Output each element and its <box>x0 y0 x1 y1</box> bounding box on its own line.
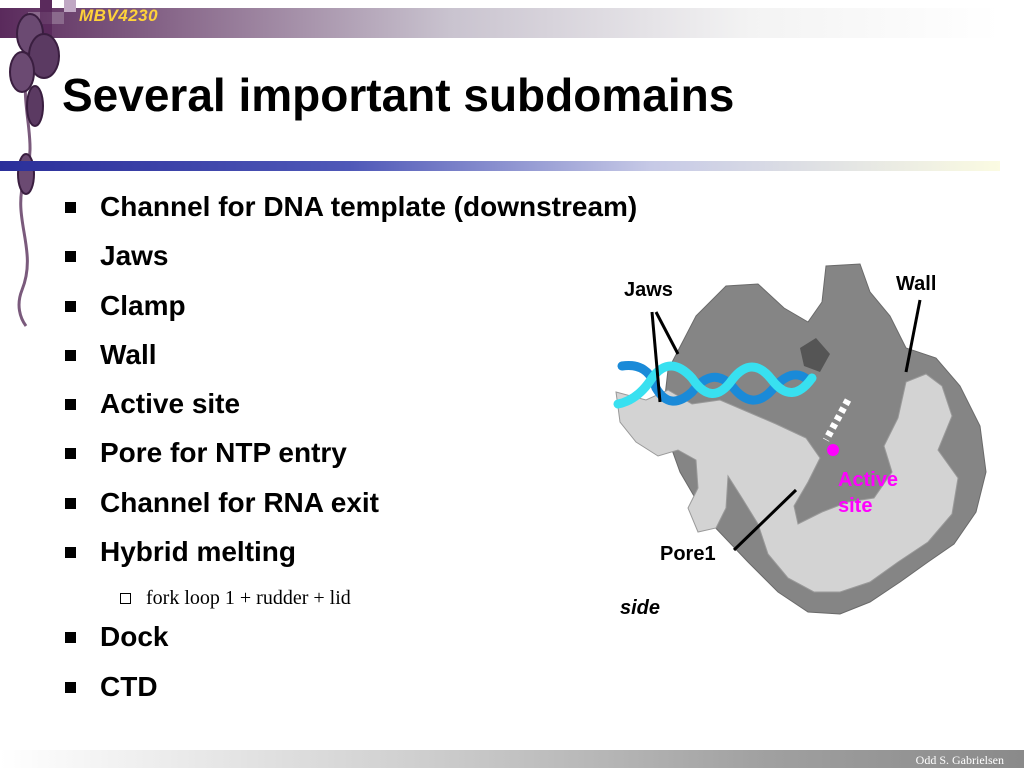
footer-author: Odd S. Gabrielsen <box>915 753 1004 767</box>
label-wall: Wall <box>896 273 936 295</box>
bullet-list: Channel for DNA template (downstream) Ja… <box>62 188 637 717</box>
label-jaws: Jaws <box>624 279 673 301</box>
active-site-marker <box>827 444 839 456</box>
label-pore: Pore1 <box>660 543 716 565</box>
title-underline-rule <box>0 161 1000 171</box>
protein-notch <box>800 338 830 372</box>
footer-band <box>0 750 1024 768</box>
course-code: MBV4230 <box>79 6 159 25</box>
label-active-line1: Active <box>838 469 898 491</box>
header-band <box>0 8 1000 38</box>
bullet-item: Dock <box>62 618 637 667</box>
label-active-line2: site <box>838 495 872 517</box>
bullet-item: Jaws <box>62 237 637 286</box>
bullet-item: Active site <box>62 385 637 434</box>
dna-strand-cyan <box>613 361 817 409</box>
label-view: side <box>620 597 660 619</box>
jaws-leader-line <box>650 311 662 403</box>
hollow-square-bullet-icon <box>120 593 131 605</box>
bullet-item: CTD <box>62 668 637 717</box>
jaws-leader-line <box>654 311 680 355</box>
polymerase-side-view-figure: Jaws Wall Active site Pore1 side <box>613 263 987 619</box>
protein-light-region <box>615 373 959 593</box>
bullet-item: Clamp <box>62 287 637 336</box>
sub-bullet-text: fork loop 1 + rudder + lid <box>146 587 351 610</box>
bullet-item: Channel for DNA template (downstream) <box>62 188 637 237</box>
bullet-item: Pore for NTP entry <box>62 434 637 483</box>
rna-strand <box>822 398 852 442</box>
sub-bullet-item: fork loop 1 + rudder + lid <box>62 582 637 618</box>
bullet-item: Wall <box>62 336 637 385</box>
bullet-item: Channel for RNA exit <box>62 484 637 533</box>
wall-leader-line <box>904 299 922 373</box>
pore-leader-line <box>732 488 798 552</box>
slide-title: Several important subdomains <box>62 69 735 121</box>
decorative-vine-icon <box>9 0 76 327</box>
bullet-item: Hybrid melting <box>62 533 637 582</box>
